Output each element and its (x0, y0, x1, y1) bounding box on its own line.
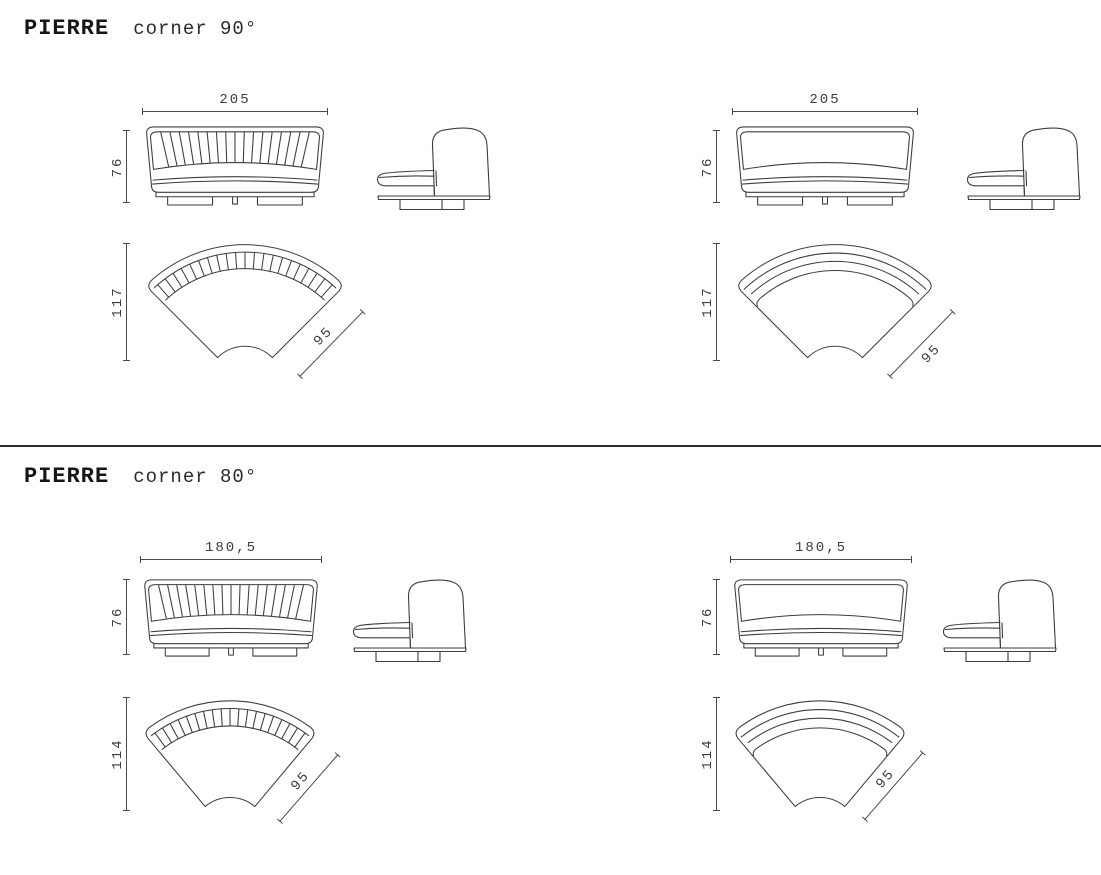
dimension-line (730, 556, 912, 563)
section-title: PIERRE corner 90° (24, 16, 257, 41)
height-dimension-value: 76 (699, 156, 716, 177)
front-view-drawing (144, 579, 318, 657)
dimension-line (713, 243, 720, 361)
dimension-line (713, 579, 720, 655)
module-group-90-channeled: 205 76 117 95 (100, 85, 570, 425)
height-dimension: 76 (108, 579, 130, 655)
plan-view-drawing (148, 244, 342, 359)
plan-view-drawing (735, 700, 905, 808)
side-view-drawing (376, 127, 491, 211)
dimension-line (142, 108, 328, 115)
width-dimension-value: 205 (809, 92, 841, 108)
module-group-80-channeled: 180,5 76 114 95 (100, 535, 570, 875)
height-dimension: 76 (698, 579, 720, 655)
height-dimension-value: 76 (109, 156, 126, 177)
product-name: PIERRE (24, 464, 110, 489)
plan-view-drawing (145, 700, 315, 808)
width-dimension-value: 180,5 (204, 540, 257, 556)
depth-dimension: 114 (698, 697, 720, 811)
dimension-line (713, 697, 720, 811)
variant-name: corner 90° (133, 18, 258, 40)
width-dimension: 205 (732, 92, 918, 115)
width-dimension-value: 205 (219, 92, 251, 108)
front-view-drawing (734, 579, 908, 657)
side-view-drawing (352, 579, 467, 663)
product-name: PIERRE (24, 16, 110, 41)
plan-view-drawing (738, 244, 932, 359)
variant-name: corner 80° (133, 466, 258, 488)
dimension-line (123, 243, 130, 361)
front-view-drawing (146, 126, 324, 206)
width-dimension: 205 (142, 92, 328, 115)
side-view-drawing (942, 579, 1057, 663)
depth-dimension-value: 117 (699, 286, 716, 318)
section-divider (0, 445, 1101, 447)
module-group-90-smooth: 205 76 117 95 (690, 85, 1101, 425)
height-dimension: 76 (108, 130, 130, 203)
depth-dimension-value: 117 (109, 286, 126, 318)
section-corner-90: PIERRE corner 90° 205 76 117 95 205 (0, 0, 1101, 446)
depth-dimension-value: 114 (109, 738, 126, 770)
depth-dimension: 117 (108, 243, 130, 361)
width-dimension-value: 180,5 (794, 540, 847, 556)
section-title: PIERRE corner 80° (24, 464, 257, 489)
width-dimension: 180,5 (140, 540, 322, 563)
side-view-drawing (966, 127, 1081, 211)
depth-dimension: 114 (108, 697, 130, 811)
dimension-line (140, 556, 322, 563)
dimension-line (713, 130, 720, 203)
height-dimension-value: 76 (699, 606, 716, 628)
width-dimension: 180,5 (730, 540, 912, 563)
module-group-80-smooth: 180,5 76 114 95 (690, 535, 1101, 875)
height-dimension: 76 (698, 130, 720, 203)
depth-dimension: 117 (698, 243, 720, 361)
depth-dimension-value: 114 (699, 738, 716, 770)
dimension-line (123, 697, 130, 811)
front-view-drawing (736, 126, 914, 206)
height-dimension-value: 76 (109, 606, 126, 628)
dimension-line (732, 108, 918, 115)
dimension-line (123, 579, 130, 655)
dimension-line (123, 130, 130, 203)
